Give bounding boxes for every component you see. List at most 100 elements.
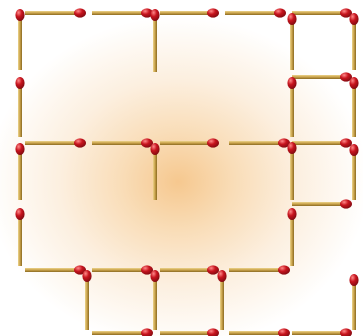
matchstick-12[interactable] [287, 77, 296, 137]
matchstick-15[interactable] [92, 138, 153, 147]
matchstick-36[interactable] [229, 328, 290, 336]
matchstick-16[interactable] [160, 138, 219, 147]
matchstick-head [150, 143, 159, 155]
matchstick-head [349, 274, 358, 286]
matchstick-stick [292, 75, 346, 79]
matchstick-stick [352, 81, 356, 137]
matchstick-head [15, 9, 24, 21]
matchstick-13[interactable] [349, 77, 358, 137]
matchstick-head [15, 208, 24, 220]
matchstick-19[interactable] [15, 143, 24, 200]
matchstick-stick [292, 11, 346, 15]
matchstick-stick [153, 274, 157, 330]
matchstick-14[interactable] [25, 138, 86, 147]
matchstick-1[interactable] [25, 8, 86, 17]
matchstick-stick [160, 141, 213, 145]
matchstick-17[interactable] [229, 138, 290, 147]
matchstick-stick [160, 331, 213, 335]
matchstick-head [207, 265, 219, 274]
matchstick-18[interactable] [292, 138, 352, 147]
matchstick-25[interactable] [287, 208, 296, 266]
matchstick-head [349, 13, 358, 25]
matchstick-head [15, 77, 24, 89]
matchstick-head [207, 138, 219, 147]
matchstick-head [150, 270, 159, 282]
matchstick-5[interactable] [292, 8, 352, 17]
matchstick-7[interactable] [150, 9, 159, 72]
matchstick-34[interactable] [92, 328, 153, 336]
matchstick-stick [229, 141, 284, 145]
matchstick-stick [18, 212, 22, 266]
matchstick-stick [290, 212, 294, 266]
matchstick-23[interactable] [292, 199, 352, 208]
matchstick-head [349, 77, 358, 89]
matchstick-head [340, 138, 352, 147]
matchstick-3[interactable] [160, 8, 219, 17]
matchstick-stick [229, 268, 284, 272]
matchstick-2[interactable] [92, 8, 153, 17]
matchstick-stick [25, 11, 80, 15]
matchstick-head [278, 265, 290, 274]
matchstick-8[interactable] [287, 13, 296, 70]
matchstick-stick [92, 268, 147, 272]
matchstick-stick [290, 81, 294, 137]
matchstick-stick [85, 274, 89, 330]
matchstick-9[interactable] [349, 13, 358, 70]
matchstick-31[interactable] [150, 270, 159, 330]
matchstick-stick [160, 268, 213, 272]
matchstick-head [287, 142, 296, 154]
matchstick-stick [292, 331, 346, 335]
matchstick-stick [290, 146, 294, 200]
matchstick-stick [292, 141, 346, 145]
matchstick-head [82, 270, 91, 282]
matchstick-stick [220, 274, 224, 330]
matchstick-head [340, 199, 352, 208]
matchstick-head [207, 8, 219, 17]
matchstick-26[interactable] [25, 265, 86, 274]
matchstick-32[interactable] [217, 270, 226, 330]
matchstick-head [217, 270, 226, 282]
matchstick-4[interactable] [225, 8, 286, 17]
matchstick-stick [292, 202, 346, 206]
matchstick-stick [229, 331, 284, 335]
matchstick-20[interactable] [150, 143, 159, 200]
matchstick-11[interactable] [15, 77, 24, 137]
matchstick-head [15, 143, 24, 155]
matchstick-head [274, 8, 286, 17]
matchstick-stick [18, 13, 22, 70]
matchstick-stick [153, 13, 157, 72]
matchstick-6[interactable] [15, 9, 24, 70]
matchstick-head [340, 328, 352, 336]
matchstick-stick [225, 11, 280, 15]
matchstick-28[interactable] [160, 265, 219, 274]
matchstick-head [287, 208, 296, 220]
matchstick-37[interactable] [292, 328, 352, 336]
matchstick-head [349, 144, 358, 156]
matchstick-head [287, 13, 296, 25]
matchstick-stick [160, 11, 213, 15]
matchstick-stick [18, 81, 22, 137]
matchstick-33[interactable] [349, 274, 358, 330]
matchstick-stick [92, 331, 147, 335]
matchstick-head [207, 328, 219, 336]
matchstick-stick [25, 268, 80, 272]
matchstick-head [150, 9, 159, 21]
matchstick-head [141, 328, 153, 336]
matchstick-stick [92, 141, 147, 145]
matchstick-21[interactable] [287, 142, 296, 200]
matchstick-head [74, 8, 86, 17]
matchstick-stick [25, 141, 80, 145]
matchstick-22[interactable] [349, 144, 358, 200]
matchstick-head [278, 328, 290, 336]
matchstick-head [74, 138, 86, 147]
matchstick-27[interactable] [92, 265, 153, 274]
matchstick-10[interactable] [292, 72, 352, 81]
matchstick-35[interactable] [160, 328, 219, 336]
matchstick-stick [92, 11, 147, 15]
matchstick-30[interactable] [82, 270, 91, 330]
matchstick-24[interactable] [15, 208, 24, 266]
matchstick-head [287, 77, 296, 89]
matchstick-29[interactable] [229, 265, 290, 274]
